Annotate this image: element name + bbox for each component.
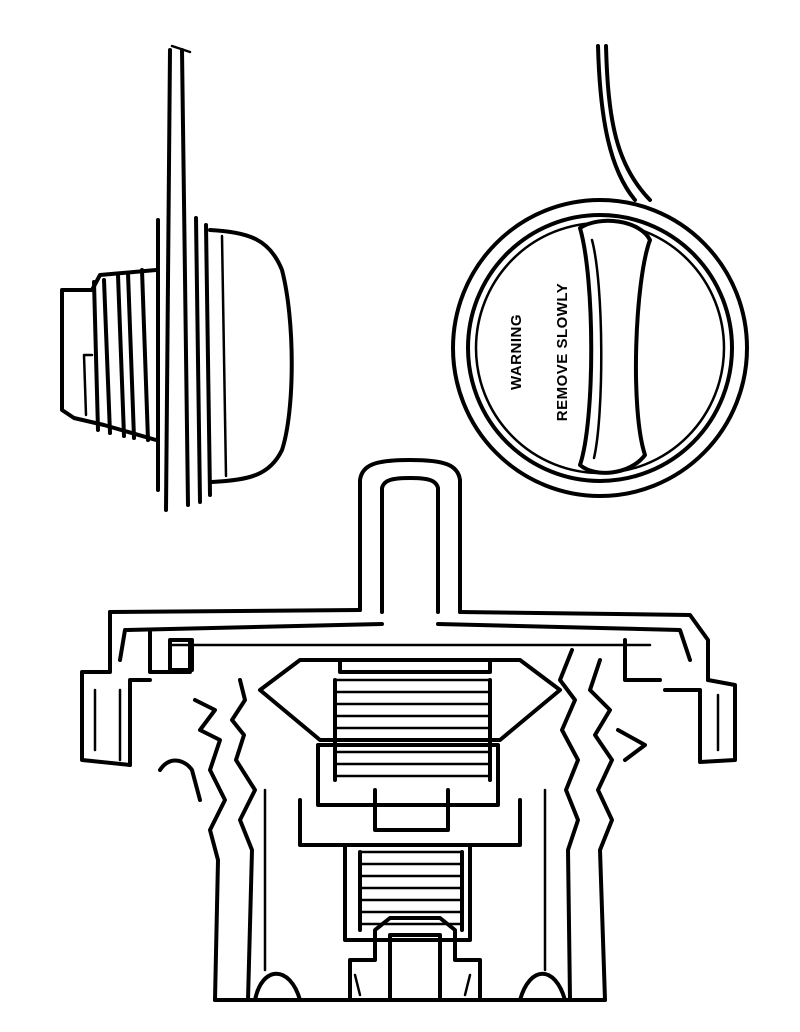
handle-outer <box>358 458 462 614</box>
tether-right <box>604 44 652 202</box>
neck-right-wave <box>588 658 614 1002</box>
cap-grip-bar <box>578 218 652 475</box>
skirt-left <box>80 610 152 767</box>
left-tab-block <box>168 638 194 672</box>
cap-side-view <box>60 44 294 512</box>
mid-plate <box>298 798 522 847</box>
shell-top-inner <box>118 622 692 662</box>
skirt-right <box>663 678 737 764</box>
skirt-left-detail <box>93 688 122 762</box>
neck-left-inner <box>230 678 257 1002</box>
mid-housing <box>316 743 500 807</box>
tether-left <box>596 44 637 202</box>
flange-inner <box>204 223 212 497</box>
right-tab <box>623 638 662 682</box>
inner-walls <box>263 788 547 972</box>
cap-top-view: WARNING REMOVE SLOWLY <box>451 44 749 498</box>
handle-inner <box>380 476 440 614</box>
tether-strap-line-b <box>180 48 190 507</box>
left-hook <box>158 758 202 802</box>
cap-remove-slowly-text: REMOVE SLOWLY <box>554 283 571 421</box>
spring-cap <box>338 658 492 674</box>
shaft <box>373 788 450 832</box>
bottom-right-arch <box>518 971 567 1002</box>
grip-bar-edge <box>590 238 603 460</box>
cap-dome <box>208 228 294 484</box>
lower-housing <box>343 843 472 942</box>
valve-ticks <box>353 973 472 997</box>
cap-inner-ring <box>466 213 734 483</box>
neck-left-wave <box>193 698 227 1002</box>
bottom-left-arch <box>253 971 302 1002</box>
neck-right-inner <box>558 648 580 1002</box>
valve-body <box>348 916 482 1002</box>
thread-2 <box>102 278 112 435</box>
right-hook <box>616 728 647 762</box>
cap-outer-ring <box>451 198 749 498</box>
upper-housing <box>258 658 562 742</box>
neck-notch <box>82 353 94 417</box>
thread-4 <box>126 271 136 440</box>
cap-warning-text: WARNING <box>508 314 525 390</box>
thread-3 <box>116 273 126 438</box>
flange-right <box>194 216 202 504</box>
thread-1 <box>92 280 100 432</box>
tether-strap-line-a <box>164 48 172 512</box>
tether-tip <box>170 44 192 54</box>
thread-5 <box>140 268 150 442</box>
cap-cross-section <box>80 458 737 1002</box>
upper-spring <box>333 678 492 782</box>
lower-spring <box>358 850 464 932</box>
cap-dome-edge <box>220 234 228 478</box>
shell-top <box>108 608 710 682</box>
valve-stem <box>388 933 442 1002</box>
